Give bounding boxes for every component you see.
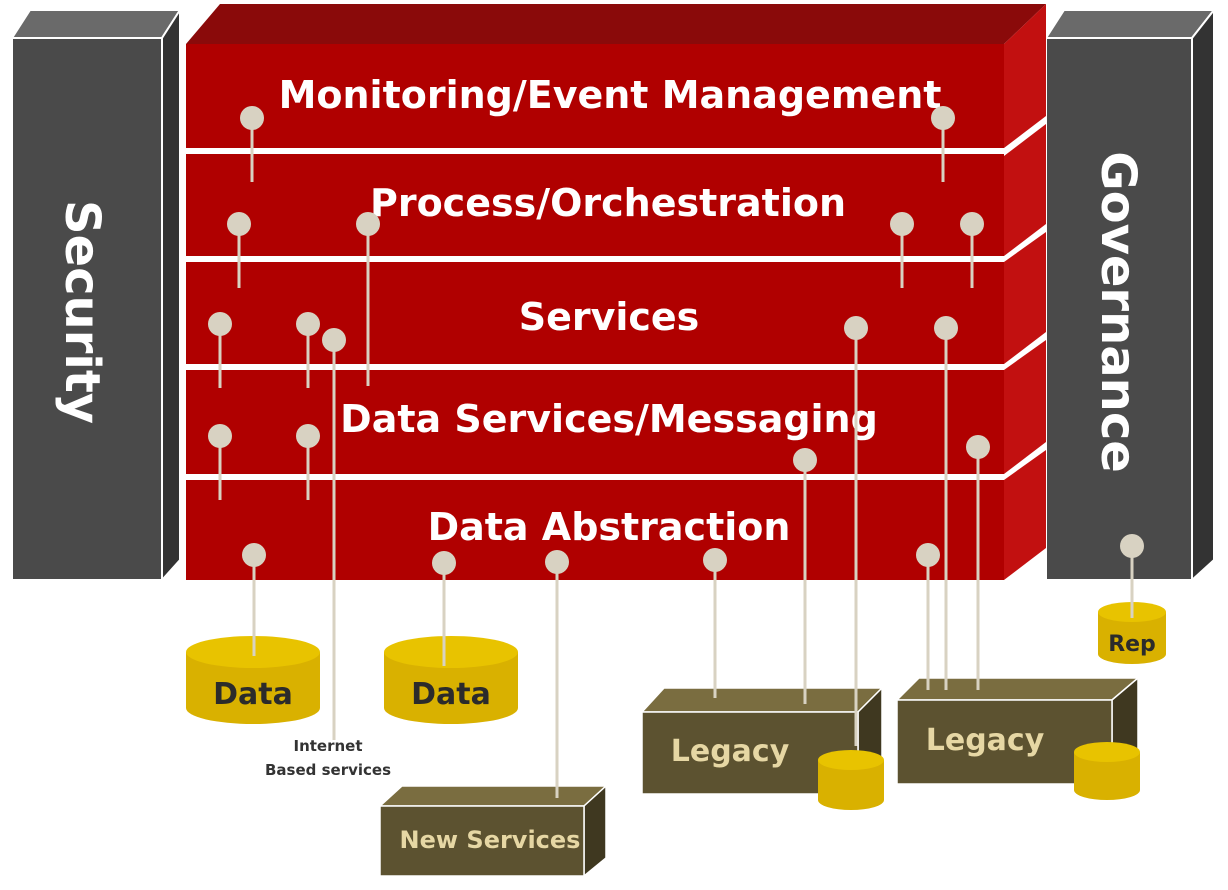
legacy-system-2-label: Legacy (926, 723, 1045, 758)
connector-pin (208, 424, 232, 448)
legacy-system-2: Legacy (895, 676, 1141, 800)
connector-pin (208, 312, 232, 336)
connector-pin (934, 316, 958, 340)
rep-store: Rep (1098, 602, 1166, 664)
caption-line-1: Internet (293, 737, 362, 755)
connector-pin (227, 212, 251, 236)
governance-label: Governance (1090, 151, 1146, 473)
data-store-1: Data (186, 636, 320, 724)
connector-pin (432, 551, 456, 575)
layer-services: Services (186, 262, 1046, 370)
governance-pillar: Governance (1044, 7, 1217, 583)
connector-pins (208, 106, 1144, 798)
data-store-2-label: Data (411, 677, 491, 712)
new-services-label: New Services (400, 826, 581, 854)
layer-data-abstraction: Data Abstraction (186, 480, 1004, 580)
layer-stack: Monitoring/Event Management Process/Orch… (186, 4, 1046, 580)
security-label: Security (54, 200, 110, 424)
security-pillar: Security (10, 6, 182, 583)
connector-pin (322, 328, 346, 352)
connector-pin (793, 448, 817, 472)
connector-pin (1120, 534, 1144, 558)
connector-pin (296, 424, 320, 448)
rep-store-label: Rep (1108, 632, 1156, 657)
layer-process: Process/Orchestration (186, 154, 1046, 262)
layer-label-process: Process/Orchestration (370, 181, 846, 225)
layer-label-data-abstraction: Data Abstraction (428, 505, 791, 549)
connector-pin (356, 212, 380, 236)
connector-pin (916, 543, 940, 567)
connector-pin (844, 316, 868, 340)
connector-pin (931, 106, 955, 130)
caption-line-2: Based services (265, 761, 391, 779)
connector-pin (545, 550, 569, 574)
internet-services-caption: Internet Based services (265, 737, 391, 779)
connector-pin (703, 548, 727, 572)
data-store-2: Data (384, 636, 518, 724)
layer-label-monitoring: Monitoring/Event Management (279, 73, 942, 117)
legacy-system-1-label: Legacy (671, 734, 790, 769)
connector-pin (240, 106, 264, 130)
layer-data-services: Data Services/Messaging (186, 370, 1046, 480)
layer-monitoring: Monitoring/Event Management (186, 44, 1046, 156)
connector-pin (242, 543, 266, 567)
connector-pin (966, 435, 990, 459)
connector-pin (890, 212, 914, 236)
legacy-system-1: Legacy (640, 686, 884, 810)
new-services-system: New Services (378, 784, 608, 878)
layer-label-data-services: Data Services/Messaging (340, 397, 878, 441)
connector-pin (296, 312, 320, 336)
data-store-1-label: Data (213, 677, 293, 712)
connector-pin (960, 212, 984, 236)
layer-label-services: Services (519, 295, 700, 339)
